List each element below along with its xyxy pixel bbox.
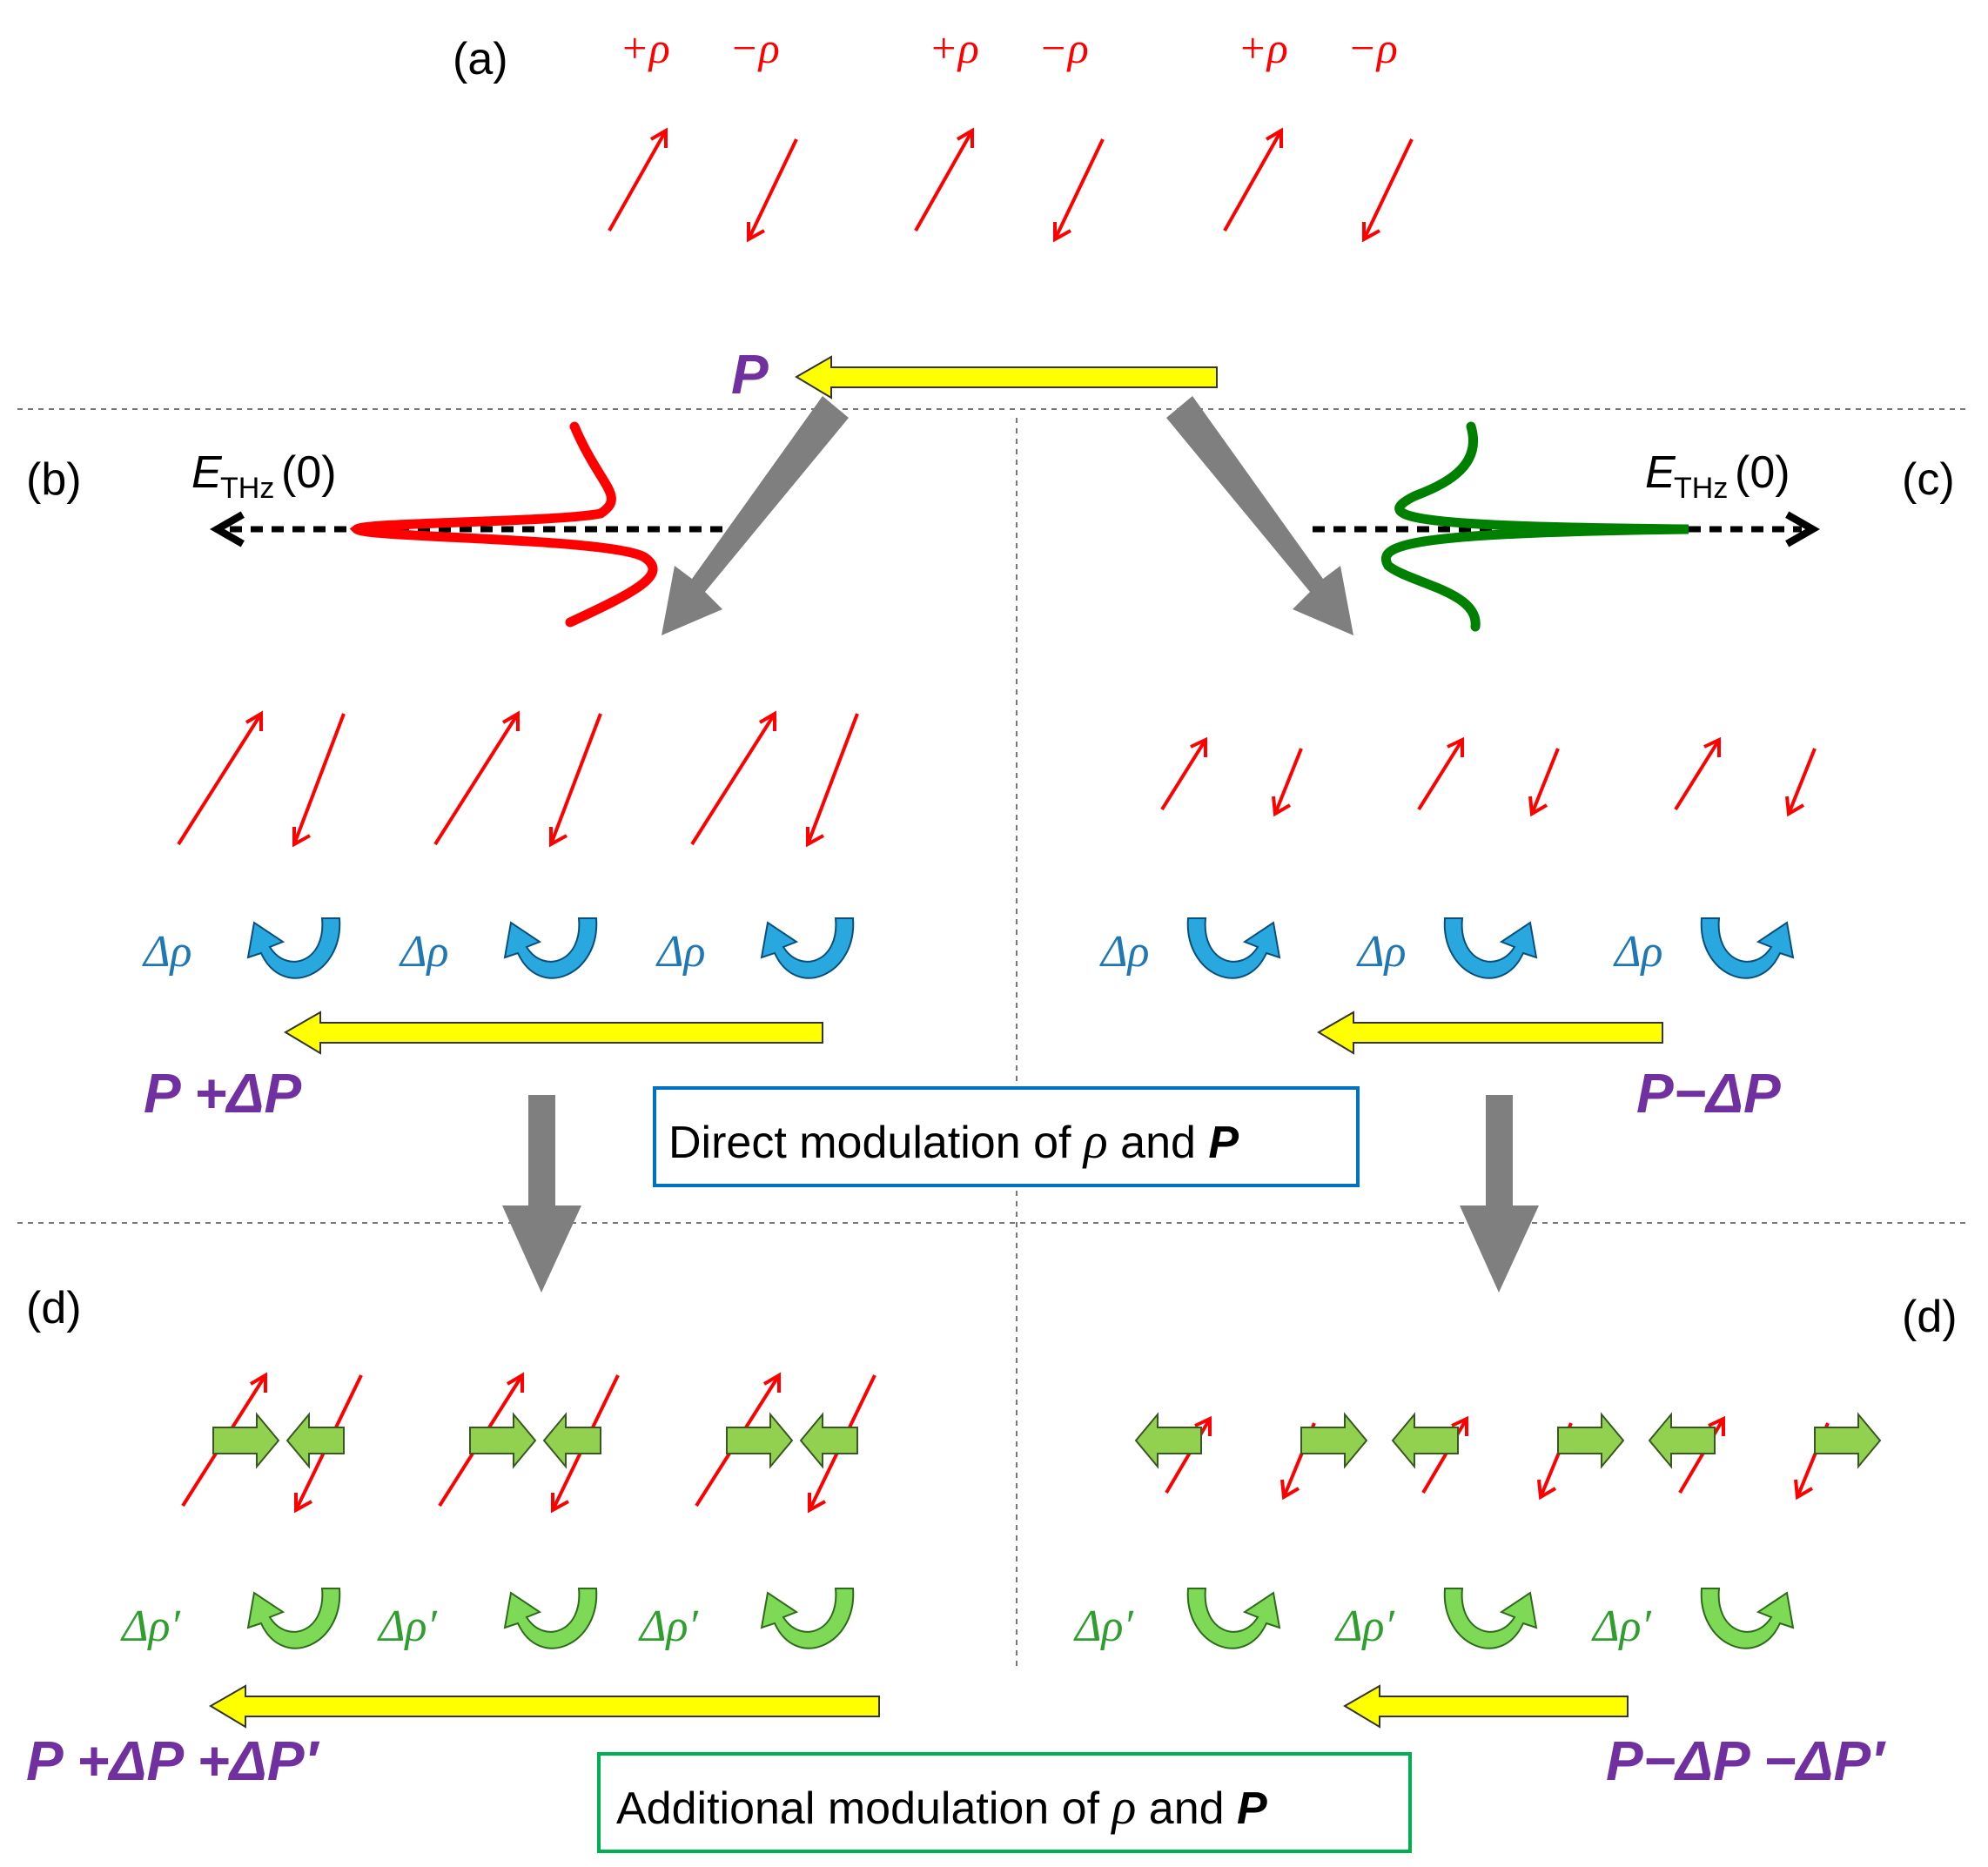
panel-label-a: (a) — [453, 34, 508, 84]
transfer-label-dl2: Δρ′ — [377, 1602, 438, 1651]
charge-minus-1: −ρ — [729, 24, 780, 72]
transfer-label-b3: Δρ — [655, 927, 705, 977]
polarization-arrow-b — [284, 1011, 823, 1055]
transfer-label-dr1: Δρ′ — [1073, 1602, 1134, 1651]
process-arrows-top — [662, 396, 1353, 635]
transfer-label-dl1: Δρ′ — [120, 1602, 181, 1651]
svg-text:Direct modulation of ρ and P: Direct modulation of ρ and P — [668, 1112, 1239, 1169]
caption-additional-text: Additional modulation of — [616, 1783, 1112, 1834]
transfer-arrows-dr — [1186, 1588, 1795, 1649]
charge-minus-2: −ρ — [1038, 24, 1089, 72]
panel-d-left: (d) Δρ′ Δρ′ Δρ′ — [26, 1283, 880, 1792]
polarization-arrow-c — [1317, 1011, 1663, 1055]
svg-text:THz: THz — [220, 472, 274, 505]
transfer-label-b2: Δρ — [399, 927, 448, 977]
transfer-labels-b: Δρ Δρ Δρ — [142, 927, 705, 977]
transfer-arrows-dl — [246, 1588, 855, 1649]
dipole-arrows-c — [1160, 736, 1817, 817]
dipole-arrows-a — [608, 127, 1414, 243]
svg-text:Additional modulation of ρ and: Additional modulation of ρ and P — [616, 1778, 1267, 1835]
svg-text:THz: THz — [1674, 472, 1728, 505]
polarization-arrow-dr — [1343, 1684, 1629, 1729]
panel-a: (a) +ρ −ρ +ρ −ρ +ρ −ρ P — [453, 24, 1414, 406]
transfer-label-dl3: Δρ′ — [638, 1602, 699, 1651]
caption-direct-text: Direct modulation of — [668, 1118, 1084, 1168]
svg-text:E: E — [191, 447, 223, 498]
panel-c: (c) E THz (0) Δρ Δρ Δρ — [1099, 421, 1955, 1125]
transfer-label-c3: Δρ — [1613, 927, 1662, 977]
transfer-label-dr3: Δρ′ — [1591, 1602, 1652, 1651]
panel-d-right: (d) Δρ′ Δρ′ Δρ′ — [1073, 1292, 1958, 1792]
polarization-arrow-a — [795, 355, 1218, 400]
dipole-arrows-b — [177, 710, 859, 848]
thz-field-label-b: E THz (0) — [191, 447, 337, 505]
transfer-arrows-b — [246, 917, 855, 979]
thz-pulse-c — [1380, 421, 1689, 632]
transfer-labels-dl: Δρ′ Δρ′ Δρ′ — [120, 1602, 699, 1651]
svg-text:(0): (0) — [281, 447, 337, 498]
charge-plus-3: +ρ — [1238, 24, 1288, 72]
polarization-arrow-dl — [209, 1684, 880, 1729]
transfer-labels-dr: Δρ′ Δρ′ Δρ′ — [1073, 1602, 1652, 1651]
displacement-arrows-dr — [1134, 1412, 1882, 1469]
charge-plus-2: +ρ — [929, 24, 979, 72]
polarization-label-dl: P +ΔP +ΔP′ — [26, 1729, 320, 1792]
svg-text:E: E — [1645, 447, 1676, 498]
transfer-arrows-c — [1186, 917, 1795, 979]
transfer-labels-c: Δρ Δρ Δρ — [1099, 927, 1662, 977]
panel-label-b: (b) — [26, 454, 82, 505]
charge-plus-1: +ρ — [620, 24, 670, 72]
panel-label-c: (c) — [1902, 454, 1955, 505]
caption-direct: Direct modulation of ρ and P — [653, 1086, 1360, 1187]
polarization-label-b: P +ΔP — [144, 1062, 301, 1125]
process-arrows-middle — [502, 1095, 1539, 1293]
thz-pulse-b — [349, 421, 658, 628]
polarization-label-a: P — [731, 343, 769, 406]
transfer-label-b1: Δρ — [142, 927, 191, 977]
panel-label-d-right: (d) — [1902, 1292, 1958, 1342]
transfer-label-c2: Δρ — [1356, 927, 1406, 977]
thz-field-label-c: E THz (0) — [1645, 447, 1790, 505]
displacement-arrows-dl — [212, 1412, 858, 1469]
dipole-arrows-dr — [1165, 1415, 1830, 1501]
caption-additional: Additional modulation of ρ and P — [597, 1752, 1412, 1853]
charge-minus-3: −ρ — [1347, 24, 1398, 72]
charge-labels-a: +ρ −ρ +ρ −ρ +ρ −ρ — [620, 24, 1398, 72]
panel-b: (b) E THz (0) Δρ Δρ Δρ — [26, 421, 859, 1125]
polarization-label-c: P−ΔP — [1636, 1062, 1781, 1125]
transfer-label-dr2: Δρ′ — [1334, 1602, 1395, 1651]
polarization-label-dr: P−ΔP −ΔP′ — [1606, 1729, 1886, 1792]
transfer-label-c1: Δρ — [1099, 927, 1149, 977]
separators — [17, 408, 1971, 1671]
svg-text:(0): (0) — [1735, 447, 1790, 498]
panel-label-d-left: (d) — [26, 1283, 82, 1333]
